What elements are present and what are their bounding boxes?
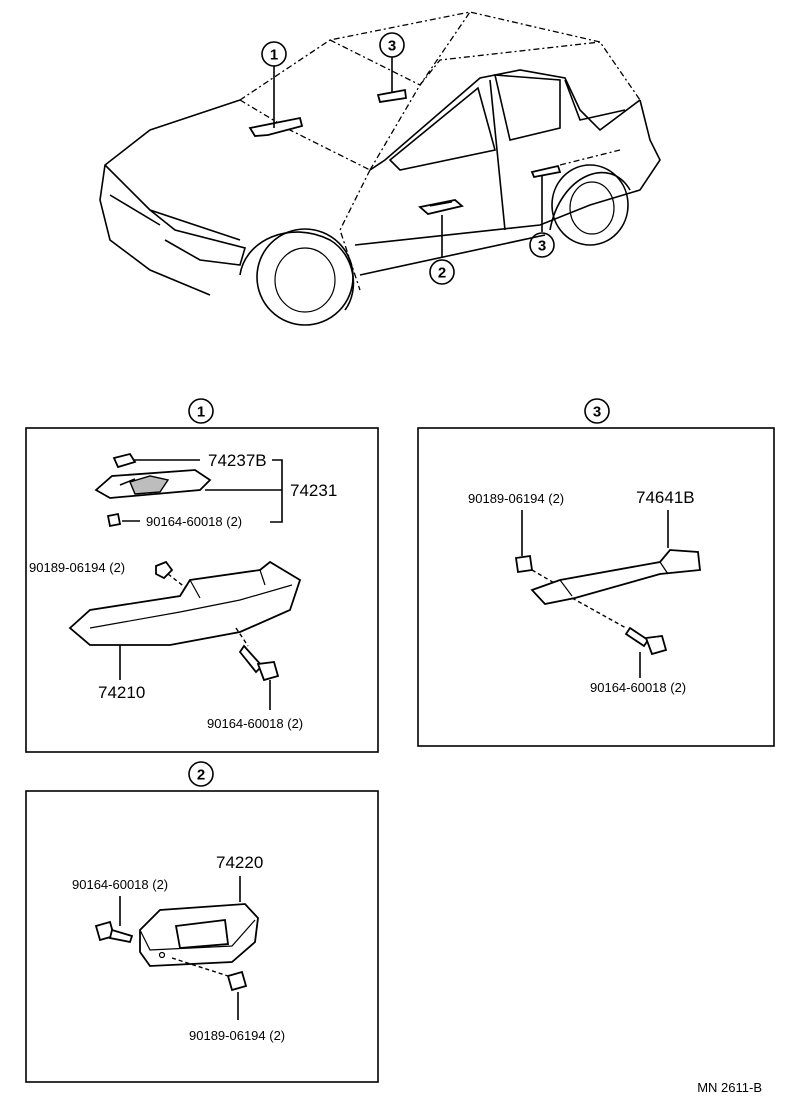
svg-text:3: 3 [388, 38, 396, 55]
svg-text:3: 3 [593, 404, 601, 421]
overview-handle-front [248, 116, 304, 137]
svg-text:90164-60018 (2): 90164-60018 (2) [146, 514, 242, 529]
svg-text:90189-06194 (2): 90189-06194 (2) [468, 491, 564, 506]
svg-text:3: 3 [538, 238, 546, 255]
overview-handle-rear-roof [376, 88, 408, 104]
section-2-panel [25, 790, 379, 1083]
overview-callout-1: 1 [261, 41, 287, 67]
part-handle-74210: 74210 [68, 560, 302, 702]
section-1-header: 1 [188, 398, 214, 424]
svg-text:2: 2 [197, 767, 205, 784]
overview-handle-rear-door [530, 164, 562, 179]
section-3-panel [417, 427, 775, 747]
part-screw-90164-60018-small: 90164-60018 (2) [106, 512, 242, 529]
svg-text:2: 2 [438, 265, 446, 282]
svg-text:90164-60018 (2): 90164-60018 (2) [207, 716, 303, 731]
car-illustration [99, 11, 661, 326]
overview-callout-3-door: 3 [529, 232, 555, 258]
section-3-header: 3 [584, 398, 610, 424]
svg-text:74231: 74231 [290, 481, 337, 500]
part-screw-90164-60018-large: 90164-60018 (2) [207, 627, 303, 731]
svg-text:90164-60018 (2): 90164-60018 (2) [72, 877, 168, 892]
part-handle-74220: 74220 [139, 853, 263, 967]
svg-text:1: 1 [197, 404, 205, 421]
overview-callout-2: 2 [429, 259, 455, 285]
overview-callout-3-roof: 3 [379, 32, 405, 58]
svg-text:90189-06194 (2): 90189-06194 (2) [189, 1028, 285, 1043]
svg-text:1: 1 [270, 47, 278, 64]
part-screw-90164-60018-section-3: 90164-60018 (2) [571, 597, 686, 695]
svg-text:74641B: 74641B [636, 488, 695, 507]
part-cap-74237B: 74237B [112, 451, 267, 470]
part-clip-90189-06194-section-2: 90189-06194 (2) [171, 957, 285, 1043]
part-clip-90189-06194-section-1: 90189-06194 (2) [29, 560, 187, 589]
svg-text:74210: 74210 [98, 683, 145, 702]
part-screw-90164-60018-section-2: 90164-60018 (2) [72, 877, 168, 944]
svg-text:74237B: 74237B [208, 451, 267, 470]
part-bracket-74231: 74231 [94, 469, 337, 500]
diagram-code: MN 2611-B [697, 1080, 762, 1095]
section-1-panel [25, 427, 379, 753]
svg-text:90189-06194 (2): 90189-06194 (2) [29, 560, 125, 575]
part-clip-90189-06194-section-3: 90189-06194 (2) [468, 491, 564, 585]
overview-door-handle [418, 199, 464, 215]
section-2-header: 2 [188, 761, 214, 787]
part-handle-74641B: 74641B [530, 488, 701, 605]
svg-text:74220: 74220 [216, 853, 263, 872]
svg-text:90164-60018 (2): 90164-60018 (2) [590, 680, 686, 695]
